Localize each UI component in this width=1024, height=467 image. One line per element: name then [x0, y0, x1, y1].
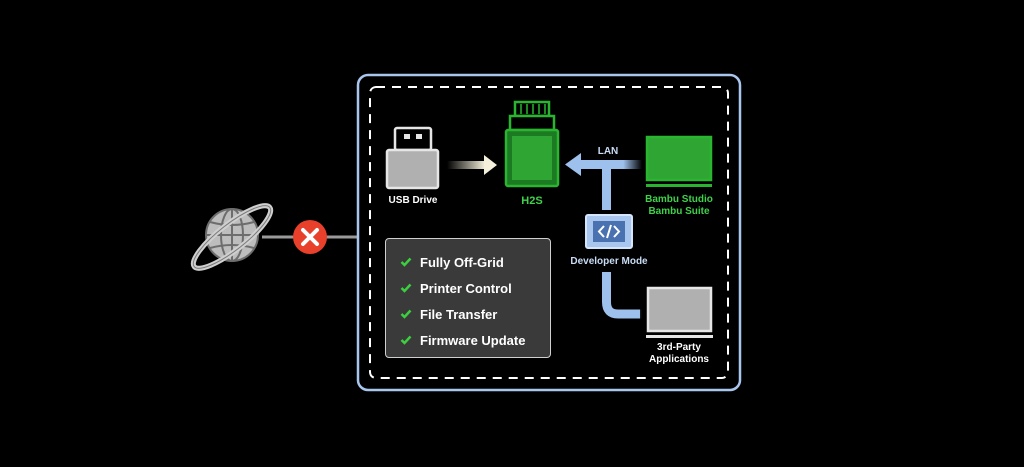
third-party-label-line1: 3rd-Party: [657, 342, 701, 353]
printer-h2s-icon: [504, 100, 560, 188]
developer-mode-icon: [585, 214, 633, 249]
feature-label: File Transfer: [420, 306, 498, 322]
feature-label: Firmware Update: [420, 332, 526, 348]
lan-arrow: [565, 153, 642, 210]
feature-checklist: Fully Off-Grid Printer Control File Tran…: [385, 238, 551, 358]
checkmark-icon: [400, 335, 412, 345]
usb-to-printer-arrow: [447, 155, 497, 175]
checkmark-icon: [400, 309, 412, 319]
checkmark-icon: [400, 283, 412, 293]
globe-icon: [190, 203, 274, 271]
printer-h2s-label: H2S: [521, 195, 543, 207]
feature-label: Fully Off-Grid: [420, 254, 504, 270]
developer-mode-label: Developer Mode: [570, 256, 648, 267]
feature-item: Fully Off-Grid: [400, 249, 550, 275]
bambu-suite-label: Bambu Suite: [648, 206, 710, 217]
feature-item: File Transfer: [400, 301, 550, 327]
developer-to-third-party-line: [602, 272, 642, 319]
local-network-dashed-boundary: [369, 86, 729, 379]
third-party-label-line2: Applications: [648, 354, 709, 365]
feature-item: Printer Control: [400, 275, 550, 301]
feature-item: Firmware Update: [400, 327, 550, 353]
third-party-monitor-icon: [646, 286, 713, 338]
bambu-studio-label: Bambu Studio: [645, 194, 713, 205]
checkmark-icon: [400, 257, 412, 267]
blocked-icon: [293, 220, 327, 254]
bambu-studio-monitor-icon: [645, 135, 713, 187]
feature-label: Printer Control: [420, 280, 512, 296]
usb-drive-label: USB Drive: [388, 195, 438, 206]
lan-label: LAN: [597, 146, 619, 157]
usb-drive-icon: [385, 126, 440, 190]
